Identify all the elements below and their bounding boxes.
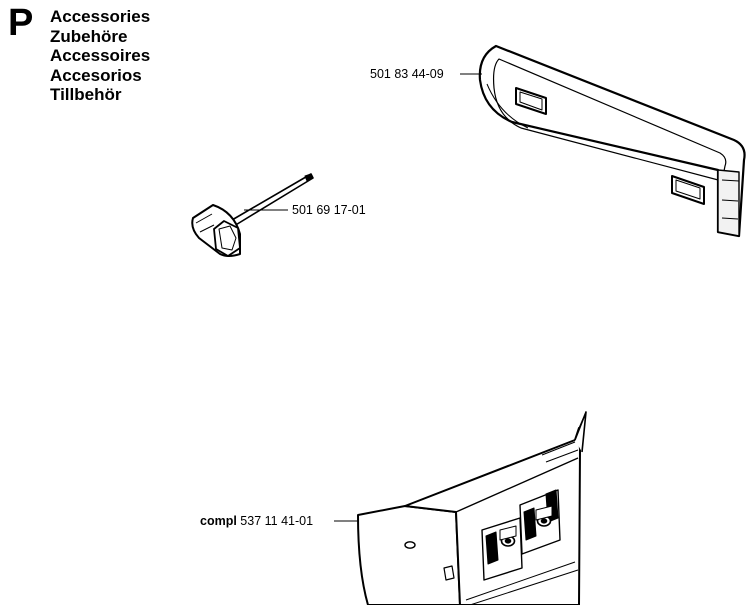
clutch-cover-drawing[interactable] [357, 411, 587, 605]
bar-guard-drawing[interactable] [478, 44, 746, 238]
part-number-clutch-cover: 537 11 41-01 [240, 514, 314, 528]
section-letter: P [8, 2, 34, 44]
title-french: Accessoires [50, 46, 151, 65]
part-prefix-compl: compl [200, 514, 237, 528]
part-label-clutch-cover: compl 537 11 41-01 [200, 515, 313, 528]
title-spanish: Accesorios [50, 65, 142, 85]
section-title-stack: Accessories Zubehöre Accessoires Accesor… [50, 7, 150, 105]
title-swedish: Tillbehör [50, 85, 122, 104]
combination-spanner-drawing[interactable] [191, 173, 314, 257]
part-number-bar-guard: 501 83 44-09 [370, 67, 444, 81]
part-number-combination-spanner: 501 69 17-01 [292, 203, 366, 217]
title-german: Zubehöre [50, 26, 128, 46]
title-english: Accessories [50, 7, 151, 26]
